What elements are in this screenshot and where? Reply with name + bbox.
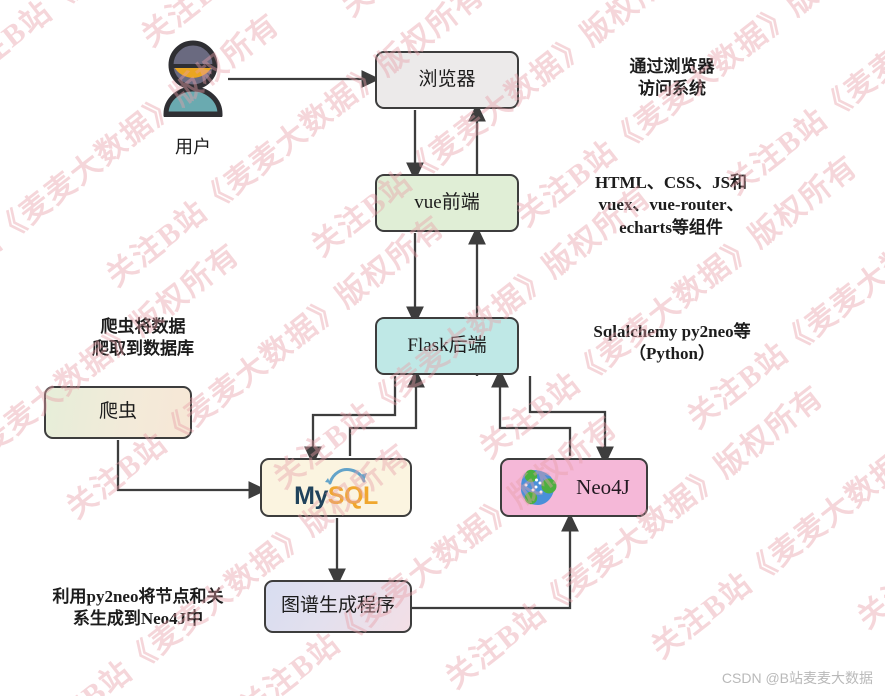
mysql-logo-sql: SQL bbox=[327, 482, 378, 510]
node-graph-generator[interactable]: 图谱生成程序 bbox=[264, 580, 412, 633]
edge-graphgen-to-neo4j bbox=[412, 512, 579, 610]
node-flask-backend[interactable]: Flask后端 bbox=[375, 317, 519, 375]
node-graph-generator-label: 图谱生成程序 bbox=[280, 595, 395, 617]
node-browser[interactable]: 浏览器 bbox=[375, 51, 519, 109]
mysql-logo-icon: MySQL bbox=[294, 466, 378, 509]
node-mysql[interactable]: MySQL bbox=[260, 458, 412, 517]
node-crawler[interactable]: 爬虫 bbox=[44, 386, 192, 439]
note-backend-stack: Sqlalchemy py2neo等 （Python） bbox=[593, 322, 751, 364]
mysql-logo-my: My bbox=[294, 482, 328, 510]
note-frontend-stack: HTML、CSS、JS和 vuex、vue-router、 echarts等组件 bbox=[594, 173, 748, 237]
node-vue-frontend[interactable]: vue前端 bbox=[375, 174, 519, 232]
node-flask-backend-label: Flask后端 bbox=[407, 334, 487, 356]
edge-crawler-to-mysql bbox=[116, 440, 268, 499]
edge-flask-to-mysql bbox=[304, 376, 397, 466]
note-py2neo-graph: 利用py2neo将节点和关 系生成到Neo4J中 bbox=[52, 587, 224, 629]
node-neo4j[interactable]: Neo4J bbox=[500, 458, 648, 517]
edge-mysql-to-flask bbox=[348, 368, 425, 456]
node-browser-label: 浏览器 bbox=[418, 68, 476, 90]
csdn-credit: CSDN @B站麦麦大数据 bbox=[721, 670, 873, 686]
node-neo4j-label: Neo4J bbox=[576, 475, 630, 499]
neo4j-logo-icon bbox=[521, 469, 557, 505]
node-crawler-label: 爬虫 bbox=[98, 401, 137, 423]
edge-neo4j-to-flask bbox=[491, 368, 572, 456]
note-crawler-to-db: 爬虫将数据 爬取到数据库 bbox=[92, 317, 194, 359]
user-label: 用户 bbox=[175, 137, 211, 157]
user-avatar-icon bbox=[160, 40, 226, 123]
edge-flask-to-neo4j bbox=[528, 376, 614, 466]
node-vue-frontend-label: vue前端 bbox=[414, 191, 480, 213]
note-browser-access: 通过浏览器 访问系统 bbox=[629, 57, 715, 99]
